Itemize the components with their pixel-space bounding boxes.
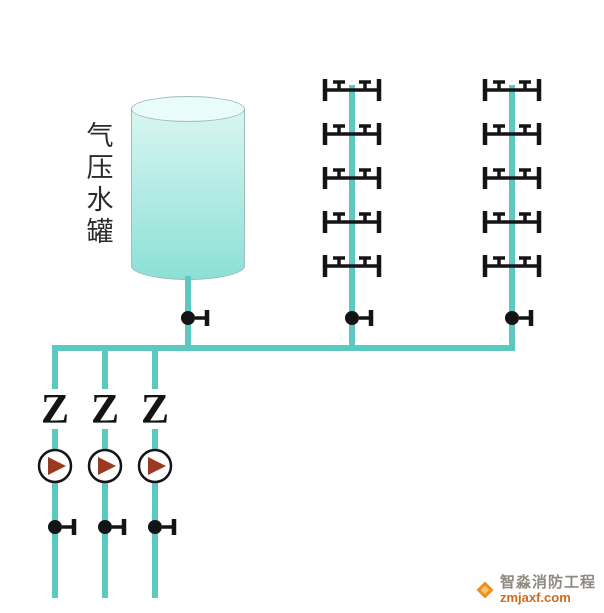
hydrant-tap-icon — [512, 255, 539, 277]
valve-icon-riser-2 — [505, 310, 531, 326]
hydrant-tap-icon — [512, 211, 539, 233]
z-symbol-bg — [41, 389, 69, 429]
hydrant-tap-icon — [325, 211, 352, 233]
pump-icon-2 — [87, 448, 123, 484]
hydrant-tap-icon — [352, 255, 379, 277]
tank-label: 气 压 水 罐 — [84, 122, 116, 247]
pump-icon-3 — [137, 448, 173, 484]
hydrant-tap-icon — [485, 167, 512, 189]
z-symbol-bg — [141, 389, 169, 429]
hydrant-tap-icon — [325, 255, 352, 277]
valve-icon-branch-2 — [98, 519, 124, 535]
tank-label-char: 压 — [86, 153, 114, 183]
z-symbol: Z — [91, 387, 119, 433]
hydrant-tap-icon — [485, 211, 512, 233]
hydrant-tap-icon — [325, 123, 352, 145]
hydrant-tap-icon — [512, 123, 539, 145]
valve-icon-riser-1 — [345, 310, 371, 326]
hydrant-tap-icon — [485, 123, 512, 145]
tank-label-char: 罐 — [86, 217, 114, 247]
hydrant-tap-icon — [325, 167, 352, 189]
valve-icon-branch-1 — [48, 519, 74, 535]
hydrant-tap-icon — [352, 211, 379, 233]
hydrant-tap-icon — [485, 255, 512, 277]
valve-icon-tank-outlet — [181, 310, 207, 326]
watermark-domain: zmjaxf.com — [499, 590, 571, 605]
pump-icon-1 — [37, 448, 73, 484]
hydrant-tap-icon — [512, 167, 539, 189]
tank-label-char: 水 — [86, 185, 114, 215]
pressure-tank-body — [131, 108, 245, 280]
hydrant-tap-icon — [512, 79, 539, 101]
z-symbol: Z — [41, 387, 69, 433]
valve-icon-branch-3 — [148, 519, 174, 535]
watermark: 智淼消防工程 zmjaxf.com — [475, 575, 596, 605]
hydrant-tap-icon — [352, 123, 379, 145]
hydrant-tap-icon — [352, 79, 379, 101]
tank-label-char: 气 — [86, 121, 114, 151]
z-symbols: Z Z Z — [41, 387, 169, 433]
z-symbol-bg — [91, 389, 119, 429]
hydrant-tap-icon — [352, 167, 379, 189]
z-symbol: Z — [141, 387, 169, 433]
watermark-brand: 智淼消防工程 — [499, 574, 596, 591]
pressure-tank-top — [131, 96, 245, 122]
hydrant-tap-icon — [325, 79, 352, 101]
watermark-logo-icon — [476, 581, 494, 599]
hydrant-tap-icon — [485, 79, 512, 101]
